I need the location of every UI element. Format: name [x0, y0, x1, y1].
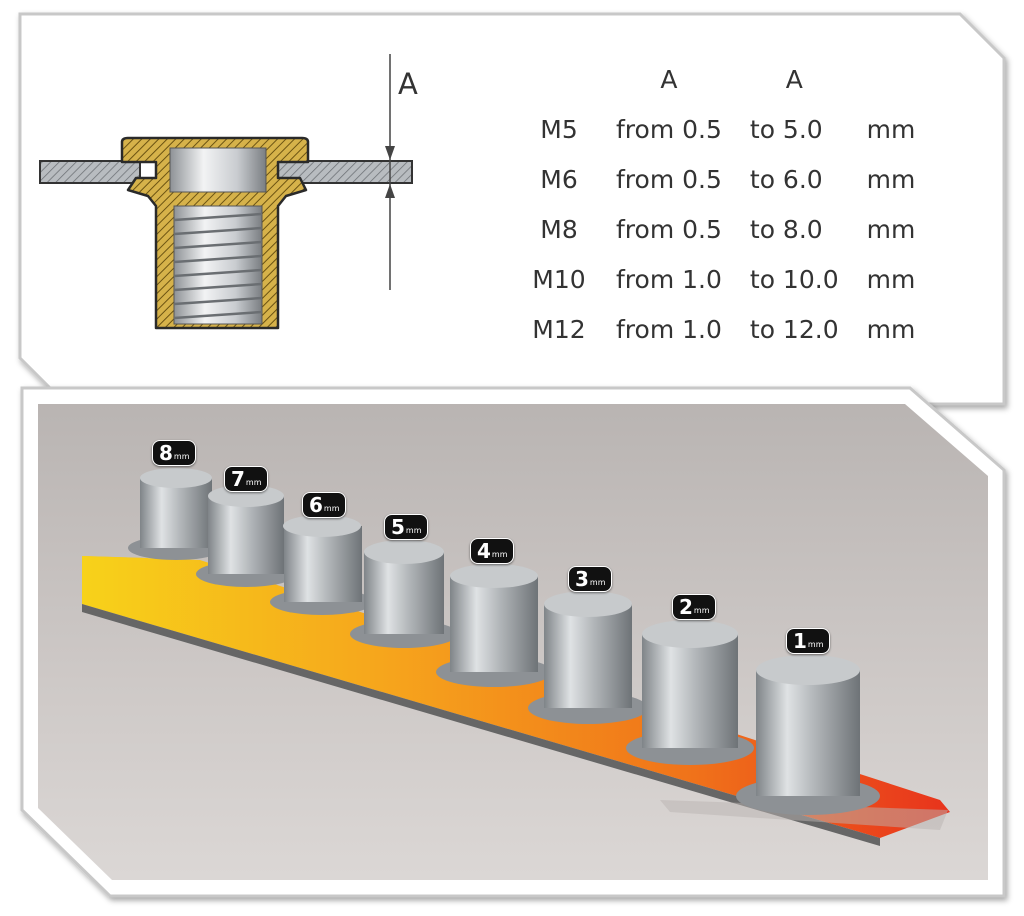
nut-6 [270, 515, 374, 615]
table-header-row: A A [516, 54, 929, 104]
to-cell: to 12.0 [749, 314, 839, 344]
dimension-label: A [398, 67, 418, 101]
size-cell: M6 [540, 164, 578, 194]
rivet-bore [169, 147, 267, 193]
to-cell: to 8.0 [749, 214, 823, 244]
nut-1 [736, 655, 880, 815]
from-cell: from 1.0 [616, 314, 722, 344]
to-cell: to 6.0 [749, 164, 823, 194]
table-row: M12 from 1.0 to 12.0 mm [516, 304, 929, 354]
header-to: A [785, 64, 803, 94]
to-cell: to 10.0 [749, 264, 839, 294]
nut-2 [626, 620, 754, 765]
nut-5 [350, 540, 458, 648]
from-cell: from 1.0 [616, 264, 722, 294]
size-cell: M10 [532, 264, 586, 294]
table-row: M8 from 0.5 to 8.0 mm [516, 204, 929, 254]
from-cell: from 0.5 [616, 214, 722, 244]
nut-7 [196, 485, 296, 587]
from-cell: from 0.5 [616, 114, 722, 144]
unit-cell: mm [866, 314, 916, 344]
unit-cell: mm [866, 164, 916, 194]
header-from: A [660, 64, 678, 94]
strip-top [82, 556, 950, 838]
nut-4 [436, 564, 552, 687]
to-cell: to 5.0 [749, 114, 823, 144]
nut-8 [128, 468, 224, 560]
grip-range-table: A A M5 from 0.5 to 5.0 mm M6 from 0.5 to… [516, 54, 929, 354]
unit-cell: mm [866, 114, 916, 144]
table-row: M6 from 0.5 to 6.0 mm [516, 154, 929, 204]
size-cell: M8 [540, 214, 578, 244]
rivet-thread [173, 205, 263, 325]
sheet-metal-left [39, 160, 141, 184]
size-cell: M12 [532, 314, 586, 344]
nut-3 [528, 591, 648, 724]
size-cell: M5 [540, 114, 578, 144]
unit-cell: mm [866, 214, 916, 244]
from-cell: from 0.5 [616, 164, 722, 194]
unit-cell: mm [866, 264, 916, 294]
table-row: M5 from 0.5 to 5.0 mm [516, 104, 929, 154]
table-row: M10 from 1.0 to 10.0 mm [516, 254, 929, 304]
